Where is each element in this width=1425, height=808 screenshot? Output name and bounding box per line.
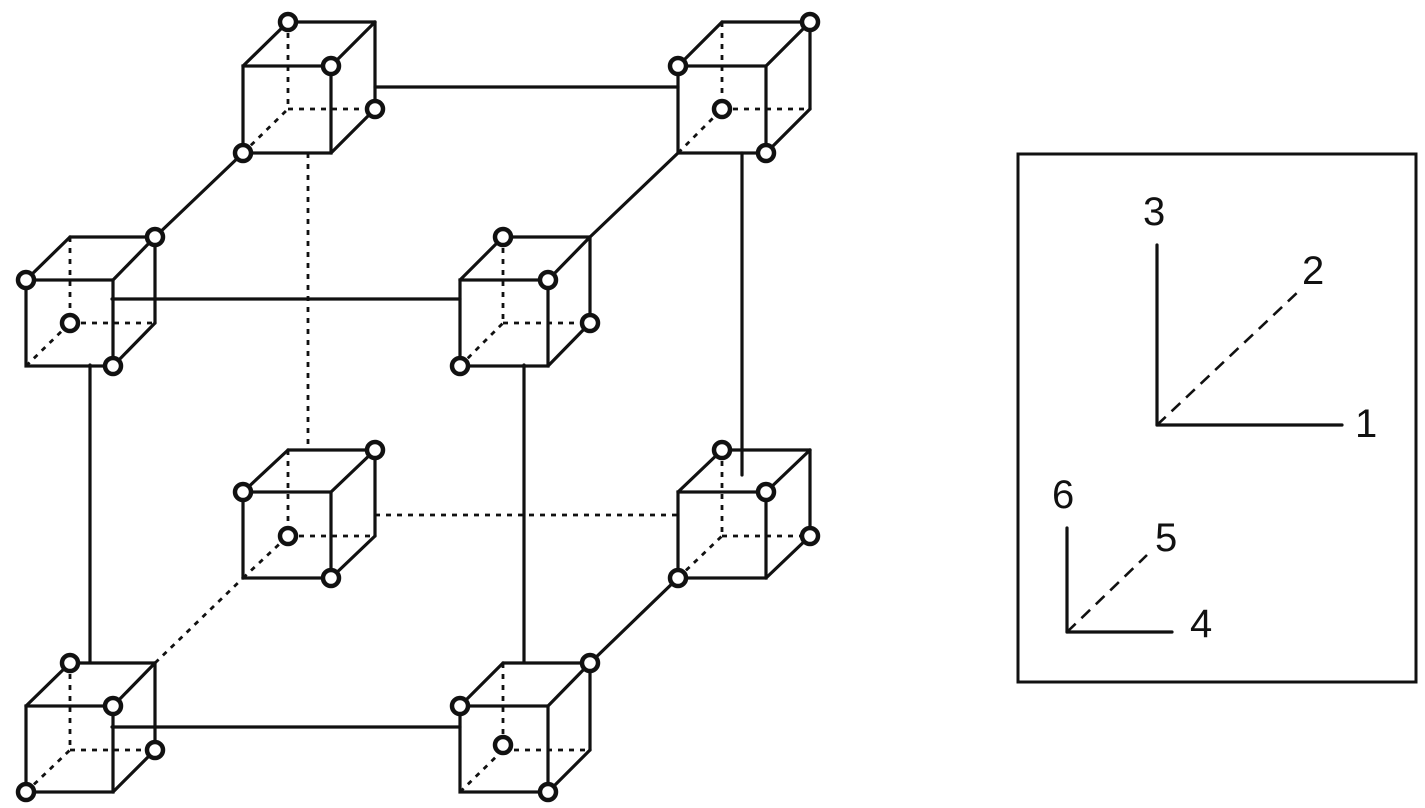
frame-depth-top-left [153, 151, 245, 239]
lattice-frame [88, 85, 744, 729]
lattice-node [277, 11, 299, 33]
lattice-node [59, 312, 81, 334]
frame-depth-bottom-left [154, 576, 244, 665]
frame-depth-bottom-right [588, 576, 680, 665]
cube-front-bottom-right [449, 652, 601, 803]
cube-front-top-right [449, 226, 601, 377]
cube-front-top-left [15, 226, 166, 377]
lattice-node [102, 695, 124, 717]
cube-back-top-left [232, 11, 386, 164]
lattice-node [232, 142, 254, 164]
legend: 3 2 1 6 5 4 [1016, 152, 1418, 684]
lattice-node [537, 269, 559, 291]
lattice-node [755, 142, 777, 164]
lattice-node [144, 226, 166, 248]
axis-label-5: 5 [1155, 516, 1177, 560]
axis-5 [1066, 554, 1148, 633]
lattice-node [449, 355, 471, 377]
frame-depth-top-right [588, 151, 680, 239]
lattice-node [579, 652, 601, 674]
lattice-node [59, 652, 81, 674]
lattice-node [492, 734, 514, 756]
cube-back-bottom-left [232, 439, 386, 589]
lattice-node [320, 55, 342, 77]
axis-label-2: 2 [1302, 249, 1324, 293]
lattice-node [799, 525, 821, 547]
axis-label-3: 3 [1143, 190, 1165, 234]
lattice-node [799, 11, 821, 33]
lattice-node [667, 55, 689, 77]
cube-back-bottom-right [667, 439, 821, 589]
lattice-node [15, 781, 37, 803]
legend-axes-large: 3 2 1 [1143, 190, 1377, 446]
axis-label-1: 1 [1355, 402, 1377, 446]
lattice-node [320, 567, 342, 589]
axis-label-4: 4 [1190, 602, 1212, 646]
lattice-node [755, 481, 777, 503]
lattice-node [711, 98, 733, 120]
lattice-node [15, 269, 37, 291]
lattice-node [102, 355, 124, 377]
lattice-node [711, 439, 733, 461]
lattice-node [144, 739, 166, 761]
axis-label-6: 6 [1052, 473, 1074, 517]
lattice-node [364, 439, 386, 461]
lattice-node [449, 695, 471, 717]
lattice-node [667, 567, 689, 589]
lattice-node [492, 226, 514, 248]
legend-axes-small: 6 5 4 [1052, 473, 1212, 646]
cube-back-top-right [667, 11, 821, 164]
lattice-node [537, 781, 559, 803]
lattice-node [364, 98, 386, 120]
legend-box [1016, 152, 1418, 684]
lattice-node [579, 312, 601, 334]
axis-2 [1156, 289, 1301, 426]
cube-front-bottom-left [15, 652, 166, 803]
lattice-node [232, 481, 254, 503]
lattice-node [277, 525, 299, 547]
